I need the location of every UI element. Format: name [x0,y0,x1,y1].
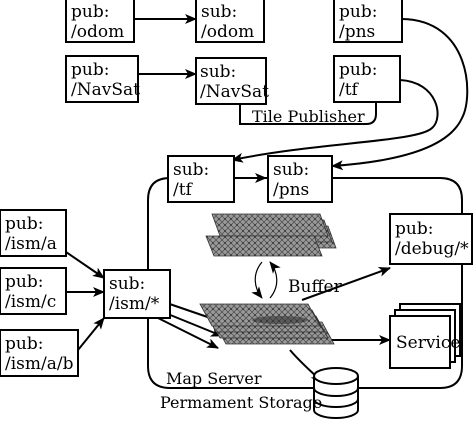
node-sub-navsat: sub: /NavSat [195,57,269,105]
tile-publisher-bracket [239,103,377,125]
svg-text:pub:: pub: [5,214,43,234]
arrow-ism-ab [77,317,105,351]
svg-text:pub:: pub: [71,2,109,22]
svg-text:sub:: sub: [200,62,236,82]
database-icon [313,367,359,419]
node-sub-pns: sub: /pns [267,155,333,203]
arrow-ism-a [65,251,105,279]
svg-text:pub:: pub: [339,60,377,80]
svg-text:/NavSat: /NavSat [200,82,269,102]
svg-text:pub:: pub: [395,219,433,239]
service-node: Service [389,303,461,369]
svg-text:/tf: /tf [173,180,194,200]
svg-text:/debug/*: /debug/* [395,239,469,259]
svg-text:/NavSat: /NavSat [71,80,140,100]
node-pub-pns: pub: /pns [333,0,403,43]
svg-text:pub:: pub: [339,2,377,22]
node-sub-ism: sub: /ism/* [103,269,171,319]
svg-text:sub:: sub: [109,274,145,294]
svg-text:pub:: pub: [5,334,43,354]
node-pub-ism-a: pub: /ism/a [0,209,67,257]
buffer-swap-arrow-down [251,261,263,299]
arrow-ism-to-tiles-3 [157,317,219,349]
buffer-label: Buffer [288,277,343,297]
map-server-label: Map Server [166,369,262,388]
node-pub-ism-c: pub: /ism/c [0,267,67,315]
svg-text:/ism/a/b: /ism/a/b [5,354,74,374]
svg-text:pub:: pub: [5,272,43,292]
svg-text:sub:: sub: [173,160,209,180]
svg-text:/ism/c: /ism/c [5,292,56,312]
service-label: Service [396,333,460,353]
node-pub-navsat: pub: /NavSat [65,55,140,103]
node-pub-tf: pub: /tf [333,55,401,103]
svg-text:/ism/a: /ism/a [5,234,57,254]
permanent-storage-label: Permament Storage [160,393,322,412]
active-tile-stack [199,303,335,345]
node-pub-debug: pub: /debug/* [389,213,473,265]
node-pub-ism-ab: pub: /ism/a/b [0,329,79,377]
node-sub-tf: sub: /tf [167,155,235,203]
map-server-container [147,177,463,389]
arrow-tf [231,79,439,163]
svg-text:/pns: /pns [339,22,375,42]
buffer-swap-arrow-up [269,261,281,299]
svg-text:pub:: pub: [71,60,109,80]
svg-text:/pns: /pns [273,180,309,200]
svg-text:sub:: sub: [201,2,237,22]
svg-text:/odom: /odom [201,22,254,42]
svg-text:/odom: /odom [71,22,124,42]
svg-text:/ism/*: /ism/* [109,294,160,314]
svg-text:/tf: /tf [339,80,360,100]
node-pub-odom: pub: /odom [65,0,135,43]
buffer-tile-stack [205,213,337,257]
node-sub-odom: sub: /odom [195,0,265,43]
svg-text:sub:: sub: [273,160,309,180]
tile-publisher-label: Tile Publisher [252,107,365,126]
arrow-tiles-to-debug [301,267,391,301]
arrow-pns [331,18,469,171]
